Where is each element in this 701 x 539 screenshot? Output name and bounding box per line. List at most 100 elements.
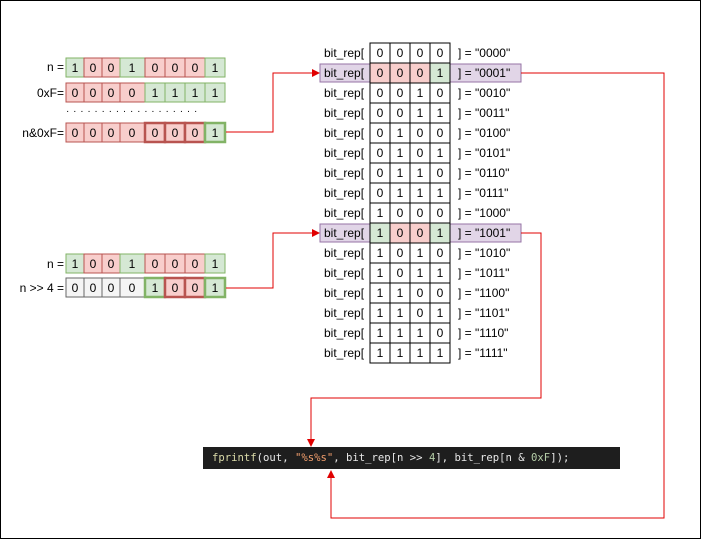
- table-bit: 1: [437, 346, 444, 360]
- code-index-expr: n >>: [397, 452, 429, 464]
- row-prefix: bit_rep[: [324, 326, 365, 340]
- bit: 0: [72, 281, 79, 295]
- table-bit: 0: [377, 86, 384, 100]
- row-value: ] = "1110": [458, 326, 508, 340]
- bit: 1: [129, 61, 136, 75]
- code-punct: [: [390, 452, 398, 464]
- table-bit: 1: [417, 266, 424, 280]
- table-bit: 0: [397, 46, 404, 60]
- table-bit: 0: [437, 206, 444, 220]
- table-bit: 1: [377, 306, 384, 320]
- bit: 0: [72, 86, 79, 100]
- row-value: ] = "0011": [458, 106, 509, 120]
- table-bit: 0: [397, 206, 404, 220]
- table-bit: 0: [377, 186, 384, 200]
- row-prefix: bit_rep[: [324, 346, 365, 360]
- bit: 0: [172, 281, 179, 295]
- table-bit: 0: [437, 286, 444, 300]
- table-bit: 1: [397, 346, 404, 360]
- bit: 1: [212, 281, 219, 295]
- table-bit: 0: [397, 246, 404, 260]
- table-bit: 1: [397, 146, 404, 160]
- code-format-string: "%s%s": [294, 452, 334, 464]
- left-group-2: n = 1 0 0 1 0 0 0 1: [20, 253, 227, 299]
- row-prefix: bit_rep[: [324, 66, 365, 80]
- row-prefix: bit_rep[: [324, 146, 365, 160]
- table-bit: 0: [417, 126, 424, 140]
- bit: 0: [90, 126, 97, 140]
- row-prefix: bit_rep[: [324, 186, 365, 200]
- table-bit: 0: [437, 246, 444, 260]
- code-number: 4: [428, 452, 436, 464]
- table-bit: 1: [377, 286, 384, 300]
- bit: 1: [72, 61, 79, 75]
- bit-cells: 1 0 0 1 0 0 0 1: [65, 57, 226, 78]
- bit-cells: 0 0 0 0 1 1 1 1: [65, 82, 226, 103]
- bit: 1: [212, 61, 219, 75]
- bit: 0: [90, 61, 97, 75]
- bit: 0: [129, 126, 136, 140]
- row-n-shift-4: n >> 4 = 0 0 0 0 1 0 0: [20, 276, 227, 299]
- row-value: ] = "0010": [458, 86, 510, 100]
- fprintf-code-line: fprintf(out, "%s%s", bit_rep[n >> 4], bi…: [203, 447, 620, 469]
- row-value: ] = "0100": [458, 126, 510, 140]
- row-value: ] = "1100": [458, 286, 509, 300]
- bit: 0: [152, 257, 159, 271]
- row-value: ] = "1000": [458, 206, 510, 220]
- bit: 0: [90, 257, 97, 271]
- table-bit: 1: [437, 106, 444, 120]
- code-array: bit_rep: [454, 452, 500, 464]
- table-bit: 1: [397, 326, 404, 340]
- table-bit: 1: [377, 266, 384, 280]
- table-bit: 0: [377, 46, 384, 60]
- table-bit: 0: [397, 106, 404, 120]
- code-number: 0xF: [531, 452, 551, 464]
- row-label: n =: [47, 257, 64, 271]
- table-bit: 1: [437, 186, 444, 200]
- code-punct: ]: [550, 452, 557, 464]
- arrow-1001-to-code: [307, 232, 542, 447]
- table-bit: 1: [397, 306, 404, 320]
- table-bit: 0: [397, 86, 404, 100]
- bit: 0: [108, 126, 115, 140]
- bit: 0: [192, 257, 199, 271]
- row-value: ] = "1001": [458, 226, 510, 240]
- bit: 0: [129, 281, 136, 295]
- table-bit: 0: [377, 166, 384, 180]
- bit: 1: [129, 257, 136, 271]
- table-bit: 1: [397, 126, 404, 140]
- bit: 0: [152, 61, 159, 75]
- bit: 0: [192, 281, 199, 295]
- bit: 1: [192, 86, 199, 100]
- row-n: n = 1 0 0 1 0 0 0 1: [47, 57, 226, 78]
- bit: 0: [108, 281, 115, 295]
- row-prefix: bit_rep[: [324, 86, 365, 100]
- table-bit: 1: [437, 146, 444, 160]
- table-bit: 1: [377, 226, 384, 240]
- table-bit: 1: [437, 226, 444, 240]
- bit: 0: [129, 86, 136, 100]
- row-prefix: bit_rep[: [324, 306, 365, 320]
- row-0xf: 0xF= 0 0 0 0 1 1 1 1: [37, 82, 226, 103]
- bit: 1: [152, 86, 159, 100]
- arrow-shift-to-1001: [226, 229, 320, 289]
- arrow-0001-to-code: [327, 72, 665, 519]
- table-bit: 1: [397, 186, 404, 200]
- bit-cells: 0 0 0 0 0 0 0 1: [65, 121, 227, 144]
- table-bit: 1: [417, 106, 424, 120]
- row-n: n = 1 0 0 1 0 0 0 1: [47, 253, 226, 274]
- code-punct: (: [256, 452, 264, 464]
- row-label: n =: [47, 60, 64, 74]
- bit: 0: [192, 126, 199, 140]
- row-value: ] = "1011": [458, 266, 509, 280]
- dotted-separator: · · · · · · · · · · · · · · · · · · ·: [66, 106, 198, 117]
